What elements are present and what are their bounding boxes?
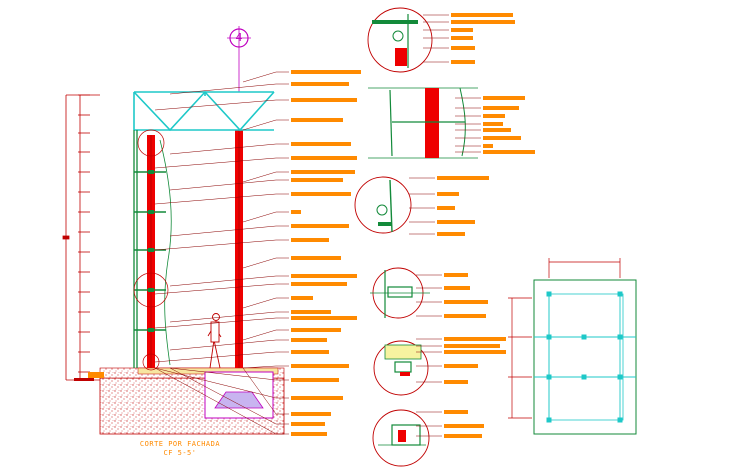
steel-columns [147, 130, 243, 368]
note-bar [291, 170, 355, 174]
detail-callout-circle-icon [370, 267, 430, 319]
note-bar [444, 337, 506, 341]
note-bar [444, 410, 468, 414]
drawing-caption-reference: CF 5-5' [163, 449, 197, 457]
detail-callout-circle-icon [367, 7, 433, 73]
note-bar [291, 210, 301, 214]
note-bar [483, 114, 505, 118]
note-bar [444, 424, 484, 428]
note-bar [483, 128, 511, 132]
note-bar [444, 286, 470, 290]
note-bar [483, 150, 535, 154]
note-bar [451, 20, 515, 24]
note-bar [291, 178, 343, 182]
note-bar [291, 256, 341, 260]
note-bar [451, 46, 475, 50]
detail-callout-circle-icon [373, 340, 429, 396]
note-bar [291, 364, 349, 368]
note-bar [483, 144, 493, 148]
note-bar [444, 364, 478, 368]
note-bar [444, 314, 486, 318]
roof-truss [133, 90, 275, 132]
detail-callout-circle-icon [354, 176, 412, 234]
detail-callout-circle-icon [372, 409, 430, 467]
note-bar [291, 310, 331, 314]
detail-notes [437, 13, 535, 438]
note-bar [444, 300, 488, 304]
note-bar [444, 273, 468, 277]
note-bar [291, 142, 351, 146]
note-bar [291, 378, 339, 382]
note-bar [291, 422, 325, 426]
note-bar [291, 70, 361, 74]
drawing-caption-title: CORTE POR FACHADA [139, 440, 221, 448]
note-bar [437, 206, 455, 210]
plan-view [508, 258, 637, 435]
note-bar [451, 36, 473, 40]
note-bar [291, 156, 357, 160]
note-bar [437, 192, 459, 196]
note-bar [483, 106, 519, 110]
note-bar [444, 380, 468, 384]
detail-leaders [409, 14, 481, 437]
note-bar [291, 412, 331, 416]
note-bar [483, 122, 503, 126]
note-bar [437, 232, 465, 236]
note-bar [291, 82, 349, 86]
detail-column-beam [368, 87, 478, 159]
note-bar [291, 296, 313, 300]
note-bar [483, 96, 525, 100]
foundation-section [74, 367, 285, 435]
note-bar [291, 192, 351, 196]
note-bar [437, 176, 489, 180]
facade-mullions [133, 130, 172, 368]
section-marker-icon [227, 26, 251, 92]
section-tag-number: 4 [235, 31, 243, 44]
note-bar [291, 118, 343, 122]
note-bar [437, 220, 475, 224]
person-scale-figure-icon [207, 313, 222, 369]
note-bar [291, 316, 357, 320]
vertical-dimension [62, 94, 100, 381]
note-bar [291, 396, 343, 400]
main-section-notes [291, 70, 361, 436]
note-bar [451, 13, 513, 17]
note-bar [451, 28, 473, 32]
note-bar [444, 350, 506, 354]
note-bar [291, 350, 329, 354]
note-bar [451, 60, 475, 64]
note-bar [291, 282, 347, 286]
note-bar [483, 136, 521, 140]
section-callouts [133, 129, 169, 371]
note-bar [291, 98, 357, 102]
main-section-leaders [154, 71, 289, 435]
note-bar [291, 328, 341, 332]
note-bar [291, 238, 329, 242]
note-bar [291, 432, 327, 436]
note-bar [291, 338, 327, 342]
note-bar [291, 224, 349, 228]
note-bar [444, 344, 500, 348]
note-bar [444, 434, 482, 438]
note-bar [291, 274, 357, 278]
